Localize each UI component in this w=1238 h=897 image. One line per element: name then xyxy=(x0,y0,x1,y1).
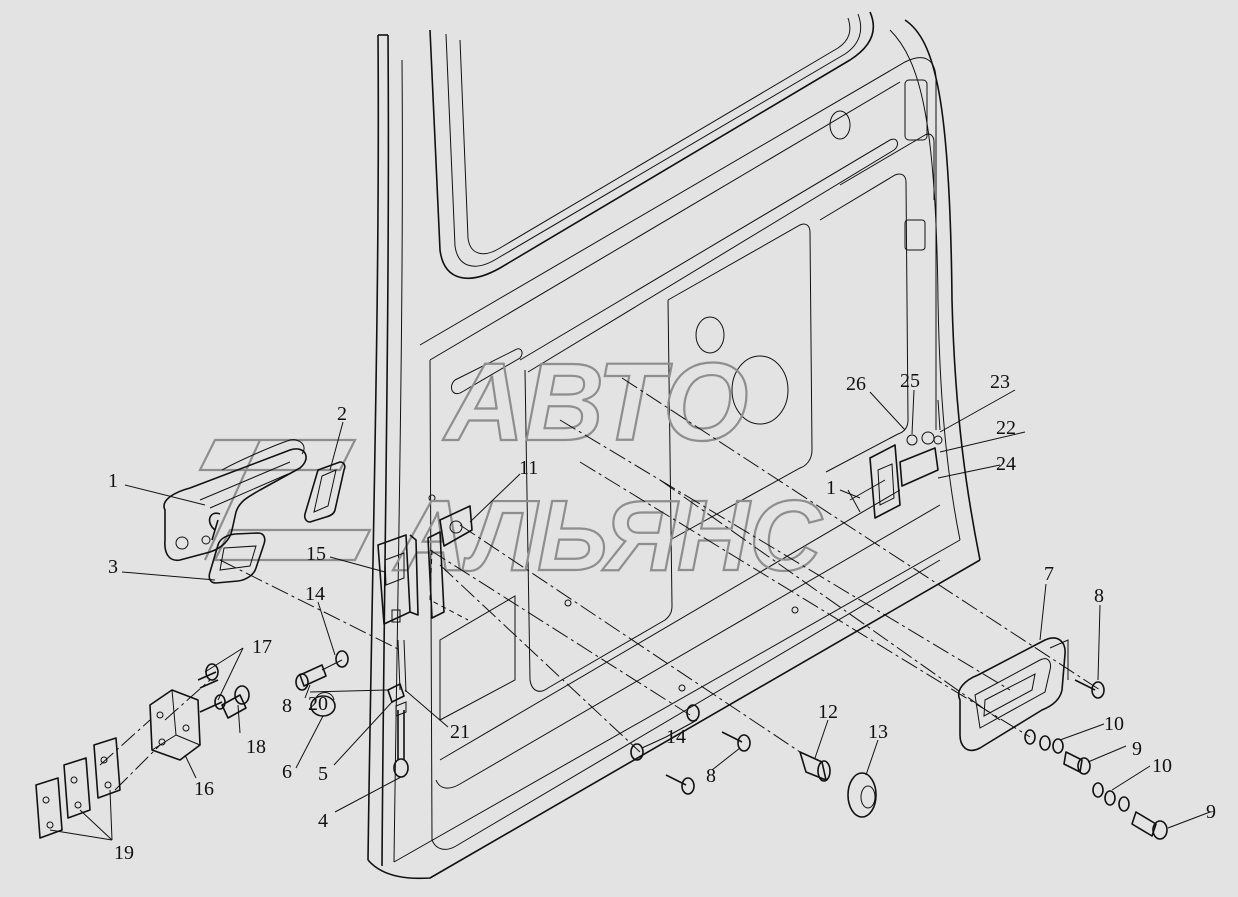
screw-9-bottom xyxy=(1131,811,1157,837)
callout-9-bottom: 9 xyxy=(1206,801,1216,823)
callout-6: 6 xyxy=(282,761,292,783)
callout-26: 26 xyxy=(846,373,866,395)
inner-door-handle xyxy=(958,637,1069,752)
washer-14-left xyxy=(335,650,349,668)
outer-door-handle xyxy=(163,439,307,562)
door-panel xyxy=(367,11,981,880)
callout-10-bottom: 10 xyxy=(1152,755,1172,777)
callout-24: 24 xyxy=(996,453,1016,475)
callout-16: 16 xyxy=(194,778,214,800)
lock-cylinder-12 xyxy=(799,751,827,781)
callout-12: 12 xyxy=(818,701,838,723)
striker-pin-18 xyxy=(221,694,247,719)
screw-4 xyxy=(397,710,405,760)
watermark: АВТО АЛЬЯНС xyxy=(198,340,824,593)
callout-13: 13 xyxy=(868,721,888,743)
callout-15: 15 xyxy=(306,543,326,565)
callout-1: 1 xyxy=(108,470,118,492)
callout-20: 20 xyxy=(308,693,328,715)
screw-5 xyxy=(387,683,405,703)
callout-25: 25 xyxy=(900,370,920,392)
callout-22: 22 xyxy=(996,417,1016,439)
callout-11: 11 xyxy=(519,457,538,479)
washer-14-center-bottom xyxy=(630,743,644,761)
callout-14-center: 14 xyxy=(666,726,686,748)
shim-plates-19 xyxy=(35,737,121,839)
leader-lines xyxy=(49,389,1211,841)
handle-gasket-2 xyxy=(303,461,346,523)
watermark-line2: АЛЬЯНС xyxy=(392,480,823,592)
callout-2: 2 xyxy=(337,403,347,425)
assembly-axes xyxy=(99,377,1101,791)
washers-10-top xyxy=(1024,729,1064,754)
left-screw-8 xyxy=(295,659,343,691)
callout-8-left: 8 xyxy=(282,695,292,717)
callout-9-top: 9 xyxy=(1132,738,1142,760)
door-lock xyxy=(377,531,445,693)
washer-14-center-top xyxy=(686,704,700,722)
callout-8-center: 8 xyxy=(706,765,716,787)
callout-5: 5 xyxy=(318,763,328,785)
callout-labels: 1 2 3 4 5 6 7 8 8 8 9 9 10 10 11 12 13 1… xyxy=(108,370,1216,864)
callout-8-right: 8 xyxy=(1094,585,1104,607)
rear-lock-mechanism xyxy=(847,399,943,519)
washers-10-bottom xyxy=(1092,782,1130,812)
lock-bracket xyxy=(439,505,473,547)
handle-gasket-3 xyxy=(208,532,266,584)
callout-18: 18 xyxy=(246,736,266,758)
striker-plate-16 xyxy=(149,689,201,761)
callout-14-left: 14 xyxy=(305,583,325,605)
cylinder-cap-13 xyxy=(847,772,877,818)
screw-17b xyxy=(199,701,223,713)
screw-17a xyxy=(197,671,219,689)
callout-7: 7 xyxy=(1044,563,1054,585)
callout-17: 17 xyxy=(252,636,272,658)
callout-10-top: 10 xyxy=(1104,713,1124,735)
callout-4: 4 xyxy=(318,810,328,832)
callout-19: 19 xyxy=(114,842,134,864)
callout-1-rear: 1 xyxy=(826,477,836,499)
callout-3: 3 xyxy=(108,556,118,578)
callout-21: 21 xyxy=(450,721,470,743)
callout-23: 23 xyxy=(990,371,1010,393)
watermark-line1: АВТО xyxy=(442,341,748,464)
